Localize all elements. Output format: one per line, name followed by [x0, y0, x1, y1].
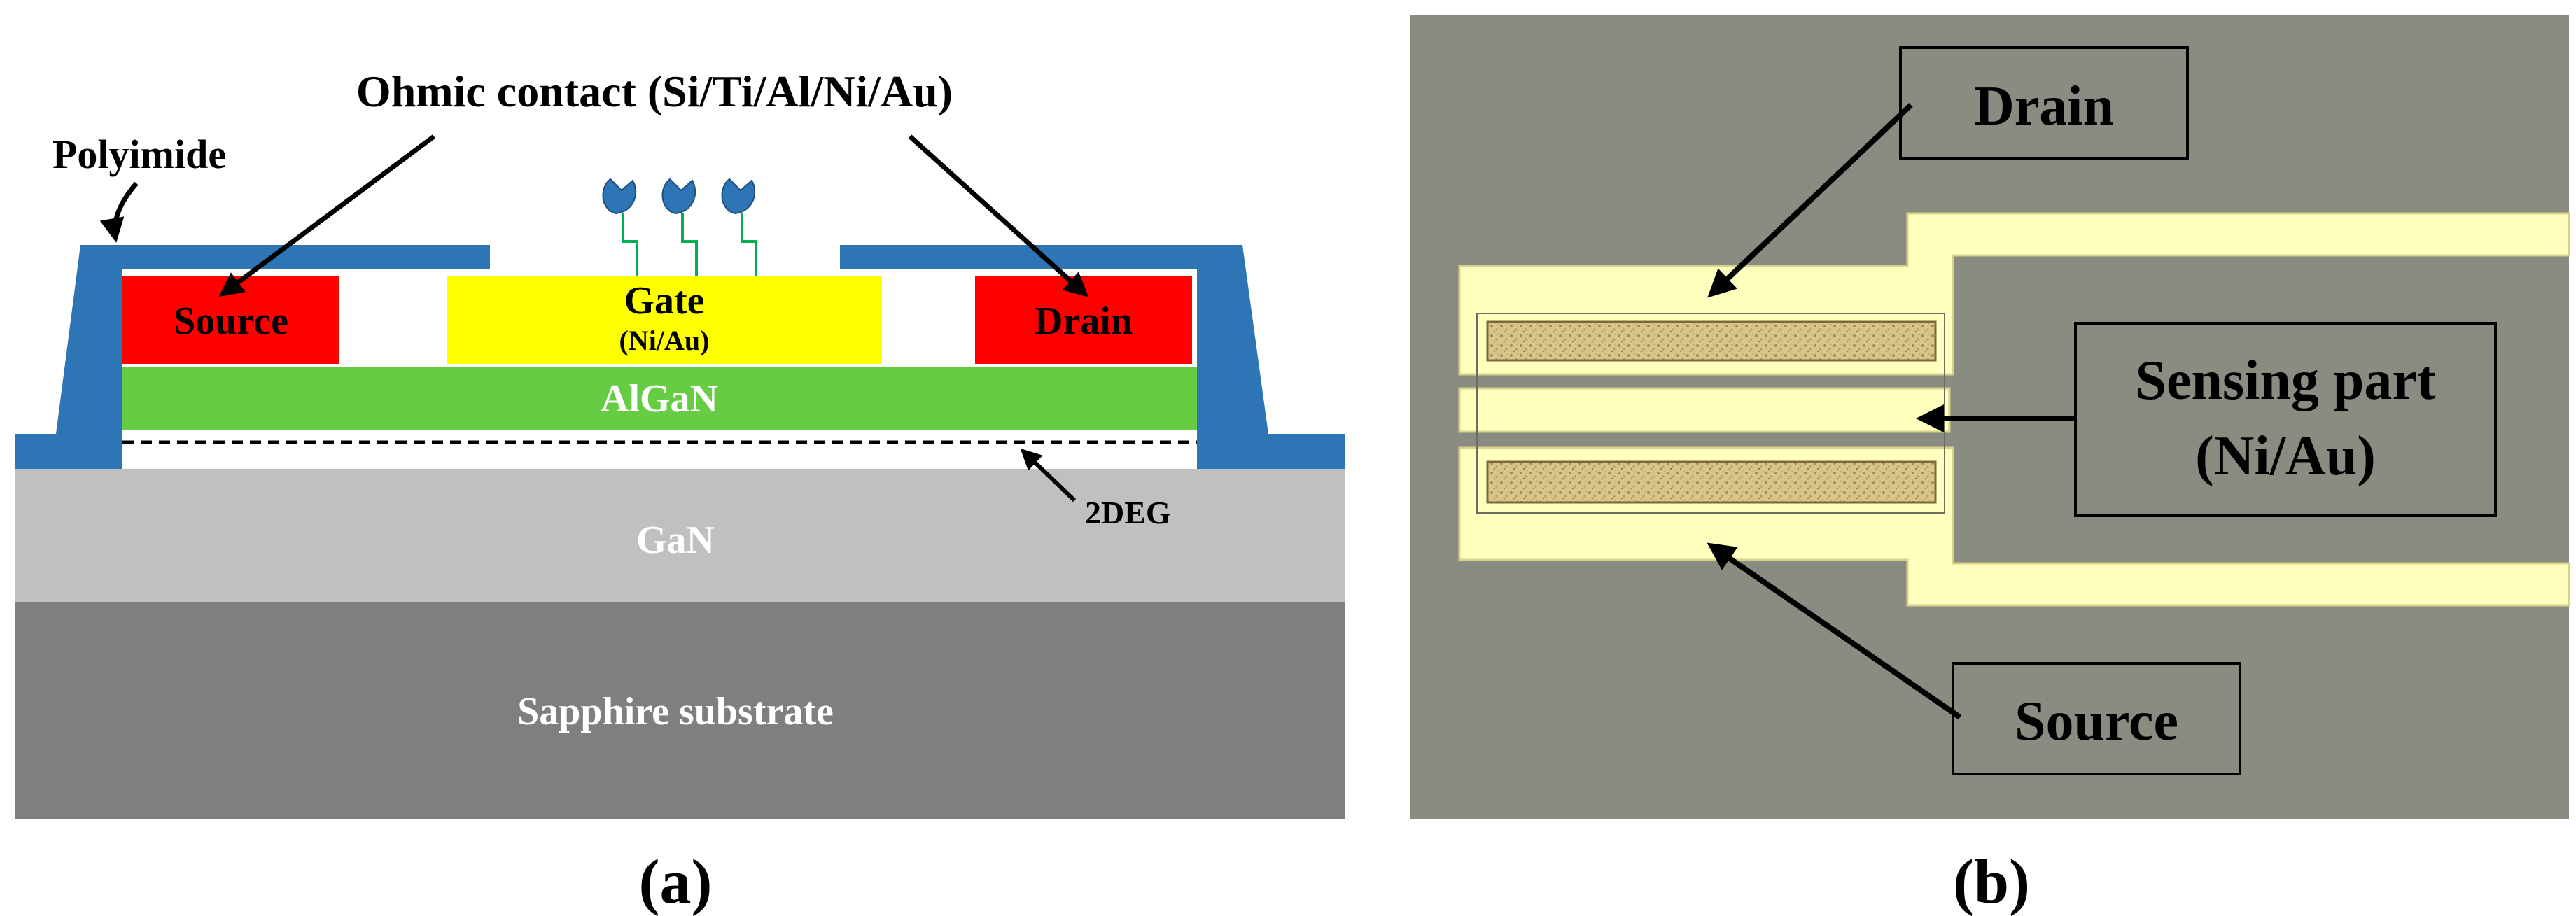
sensing-strip [1458, 387, 1951, 433]
polyimide-layer [15, 245, 1345, 469]
gate-electrode [447, 276, 882, 364]
drain-arrow [1707, 103, 1913, 298]
linker-2 [681, 213, 698, 276]
receptor-1-icon [602, 178, 636, 215]
gate-label: Gate [624, 279, 704, 323]
ohmic-to-source-arrow [218, 134, 436, 297]
panel-a-caption: (a) [639, 847, 713, 916]
drain-label: Drain [1035, 300, 1133, 343]
sensing-part-label: Sensing part [2136, 350, 2436, 411]
panel-a-cross-section: Ohmic contact (Si/Ti/Al/Ni/Au) Polyimide… [15, 66, 1345, 916]
ohmic-to-drain-arrow [908, 134, 1089, 297]
algan-label: AlGaN [601, 377, 718, 421]
sapphire-substrate-layer [15, 602, 1345, 819]
gate-material-label: (Ni/Au) [620, 325, 710, 356]
drain-box-label: Drain [1974, 76, 2114, 137]
panel-b-micrograph: Drain Sensing part (Ni/Au) Source (b) [1410, 15, 2570, 916]
2deg-label: 2DEG [1085, 495, 1171, 530]
linker-3 [741, 213, 757, 276]
ohmic-contact-label: Ohmic contact (Si/Ti/Al/Ni/Au) [356, 66, 953, 116]
sensing-part-material-label: (Ni/Au) [2195, 425, 2376, 487]
gan-label: GaN [636, 519, 715, 562]
source-arrow [1707, 542, 1962, 720]
sensing-part-label-box [2074, 322, 2497, 517]
receptor-2-icon [662, 178, 696, 215]
algan-layer [122, 367, 1197, 430]
source-label-box [1952, 662, 2241, 775]
2deg-arrow [1020, 448, 1077, 502]
panel-b-caption: (b) [1953, 847, 2030, 916]
polyimide-arrow [99, 181, 139, 243]
polyimide-label: Polyimide [52, 132, 226, 177]
receptor-3-icon [721, 178, 756, 215]
linker-1 [622, 213, 638, 276]
drain-label-box [1899, 46, 2189, 160]
source-label: Source [174, 300, 288, 343]
drain-opening [1486, 320, 1937, 362]
substrate-label: Sapphire substrate [517, 690, 834, 733]
source-opening [1486, 460, 1937, 504]
gan-layer [15, 469, 1345, 602]
source-box-label: Source [2015, 691, 2178, 752]
sensing-window-outline [1476, 313, 1945, 514]
surface-receptors [602, 178, 757, 276]
